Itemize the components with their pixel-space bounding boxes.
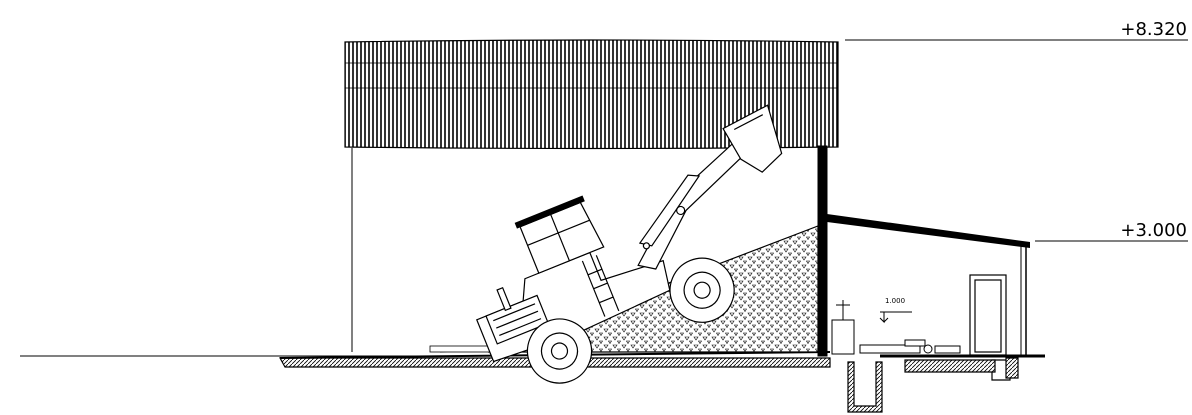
equipment bbox=[831, 300, 961, 355]
corrugated-roof bbox=[344, 39, 839, 150]
pit bbox=[847, 357, 1019, 413]
level-top-label: +8.320 bbox=[1120, 19, 1187, 40]
level-lines bbox=[845, 39, 1188, 242]
level-eave-label: +3.000 bbox=[1120, 220, 1187, 241]
wheel-loader-icon bbox=[475, 104, 783, 384]
floor-mark-label: 1.000 bbox=[885, 297, 905, 305]
door bbox=[969, 274, 1007, 356]
lean-to-roof bbox=[827, 214, 1030, 248]
